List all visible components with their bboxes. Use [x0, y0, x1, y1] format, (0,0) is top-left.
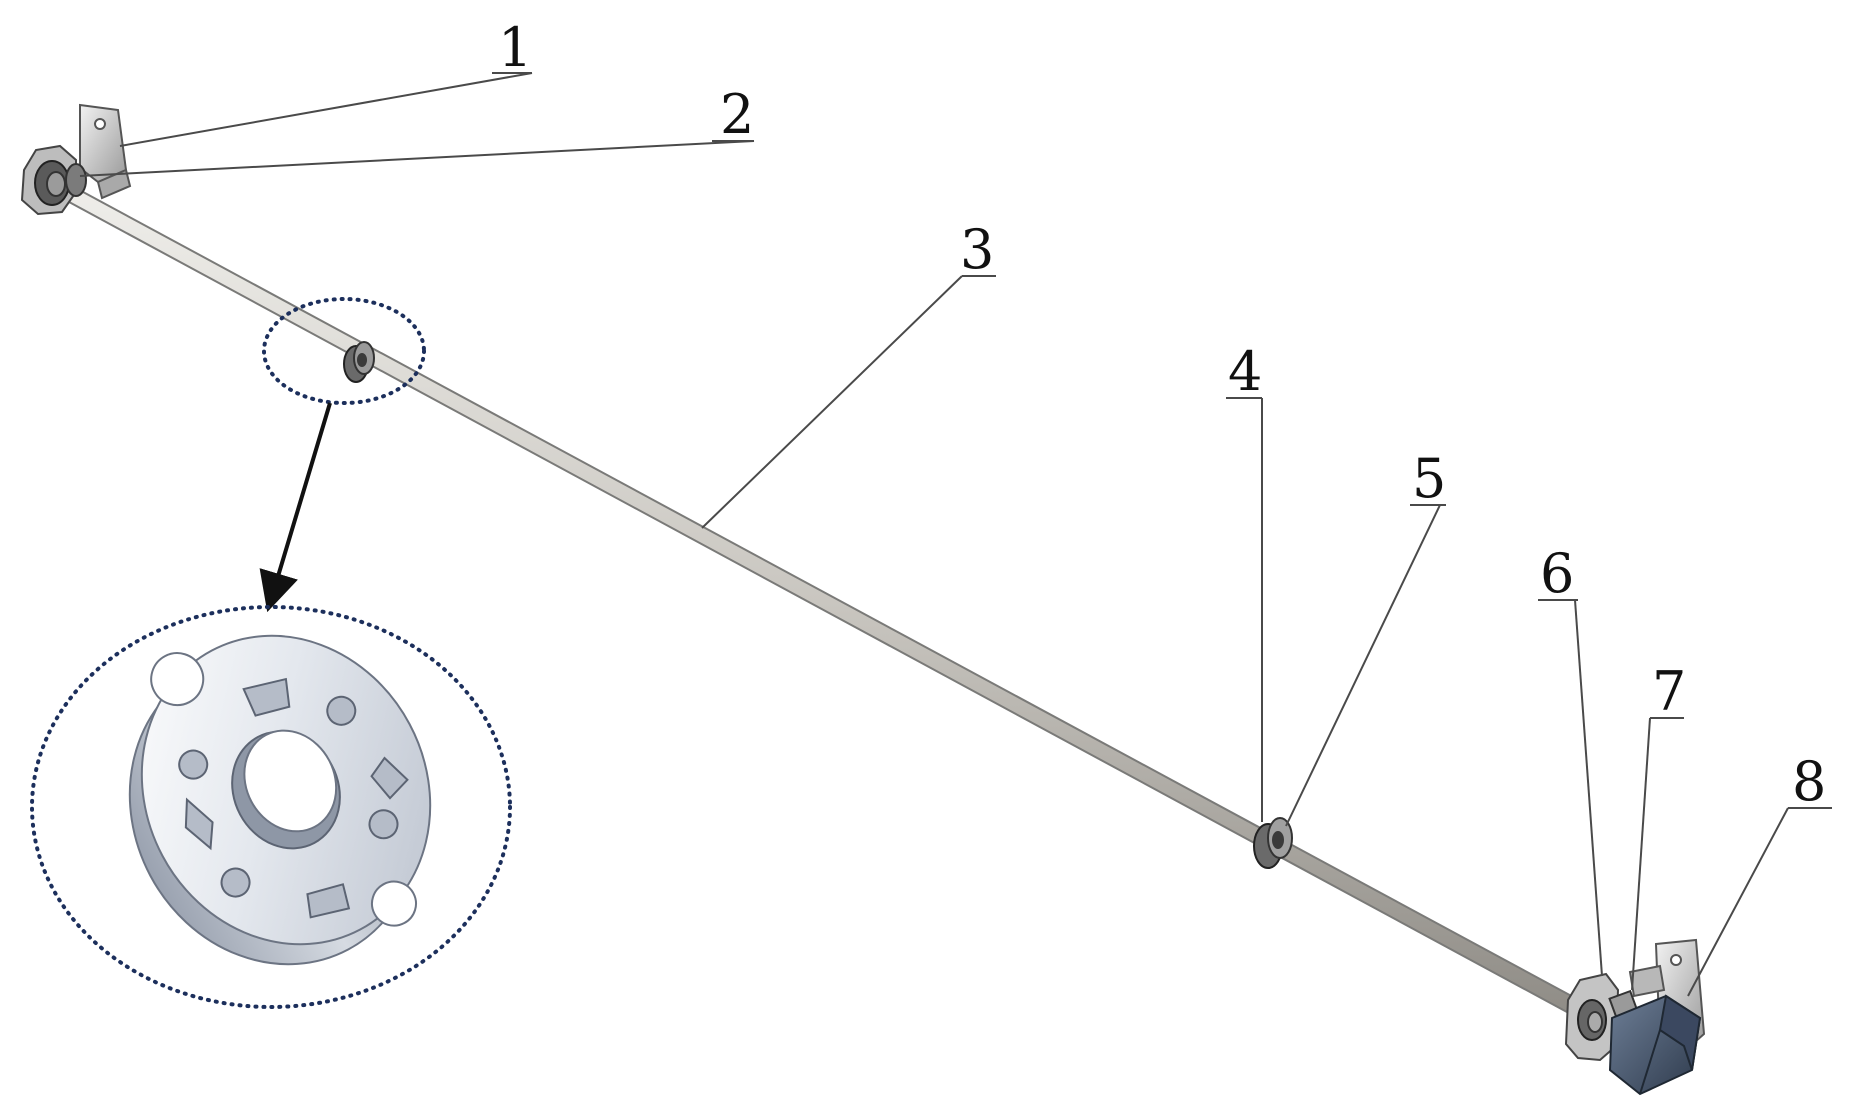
callout-label-2: 2 — [720, 83, 754, 146]
callout-label-4: 4 — [1228, 340, 1262, 403]
leader-line-8 — [1687, 807, 1789, 997]
leader-line-2 — [79, 140, 755, 177]
leader-line-1 — [119, 72, 533, 147]
leader-line-7 — [1631, 717, 1651, 991]
support-ring-small-left — [343, 341, 375, 383]
leader-line-6 — [1574, 599, 1603, 977]
callout-labels: 1 2 3 4 5 6 7 8 — [498, 16, 1826, 813]
callout-label-1: 1 — [498, 16, 532, 79]
callout-label-7: 7 — [1652, 660, 1686, 723]
callout-label-6: 6 — [1540, 542, 1574, 605]
detail-callout-circle-small — [262, 297, 426, 405]
leader-lines — [79, 72, 1832, 997]
right-bearing-seat — [1564, 972, 1620, 1062]
detail-arrow — [259, 402, 332, 613]
shaft — [57, 185, 1591, 1019]
detail-callout-circle-large — [30, 605, 512, 1009]
motor — [1608, 994, 1702, 1096]
support-ring-detail — [128, 634, 432, 966]
leader-line-3 — [701, 275, 963, 529]
callout-label-3: 3 — [960, 218, 994, 281]
callout-label-8: 8 — [1792, 750, 1826, 813]
leader-line-5 — [1285, 504, 1441, 827]
left-bearing-seat — [20, 144, 87, 216]
callout-label-5: 5 — [1412, 447, 1446, 510]
left-mounting-bracket — [79, 103, 132, 200]
support-ring-small-right — [1253, 817, 1293, 869]
